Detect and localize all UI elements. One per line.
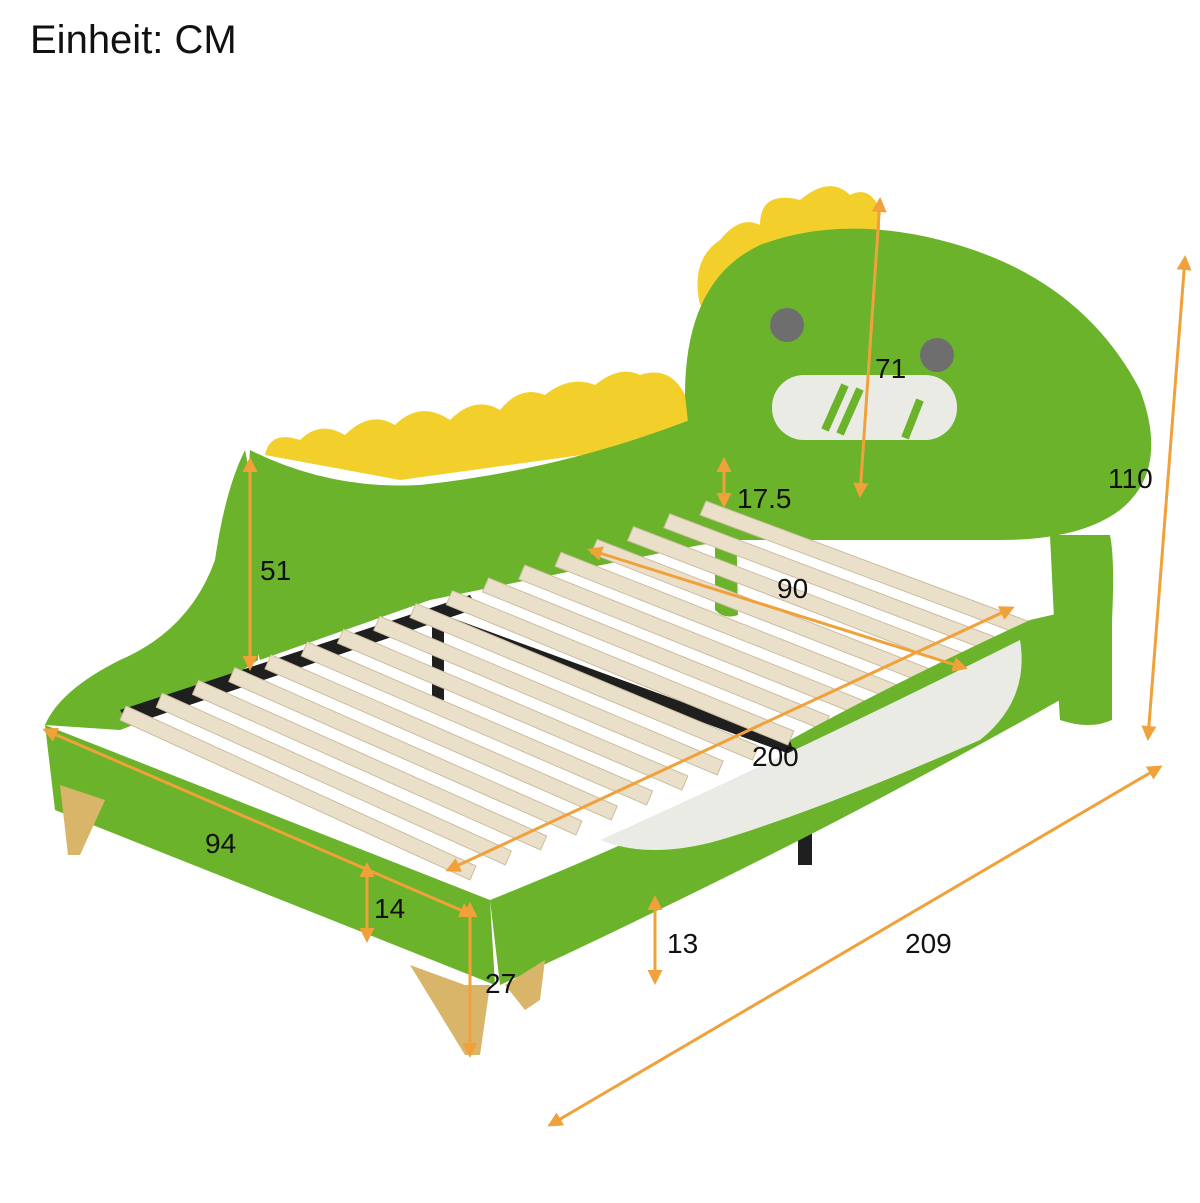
dim-label-mattress-width: 90 xyxy=(777,573,808,604)
backrest-panel xyxy=(244,420,735,660)
tooth-stripe-1 xyxy=(821,383,849,432)
right-eye xyxy=(920,338,954,372)
arrow-total-height xyxy=(1141,255,1192,741)
frame-leg-center xyxy=(432,625,444,700)
dim-label-clearance: 13 xyxy=(667,928,698,959)
dim-label-frame-height: 14 xyxy=(374,893,405,924)
dimension-arrows xyxy=(42,197,1192,1127)
left-eye xyxy=(770,308,804,342)
dimension-labels: 110 71 17.5 90 51 200 94 14 27 13 209 xyxy=(205,353,1153,999)
arrow-total-width xyxy=(42,727,475,918)
leg-front-right xyxy=(505,960,545,1010)
dim-label-total-length: 209 xyxy=(905,928,952,959)
dim-label-headboard-height: 71 xyxy=(875,353,906,384)
dim-label-total-height: 110 xyxy=(1108,463,1153,494)
dim-label-total-width: 94 xyxy=(205,828,236,859)
dim-label-backrest-height: 51 xyxy=(260,555,291,586)
arrow-headboard-height xyxy=(853,197,887,498)
arrow-mattress-length xyxy=(445,606,1015,872)
dim-label-mattress-length: 200 xyxy=(752,741,799,772)
tooth-stripe-3 xyxy=(901,398,924,440)
backrest-crest xyxy=(265,371,690,480)
arrow-total-length xyxy=(547,765,1163,1127)
leg-front-corner xyxy=(410,965,490,1055)
unit-label: Einheit: CM xyxy=(30,18,237,62)
backrest-side-wing xyxy=(45,450,259,730)
dim-label-side-rail-height: 17.5 xyxy=(737,483,792,514)
headboard xyxy=(685,186,1152,725)
dim-label-leg-height: 27 xyxy=(485,968,516,999)
